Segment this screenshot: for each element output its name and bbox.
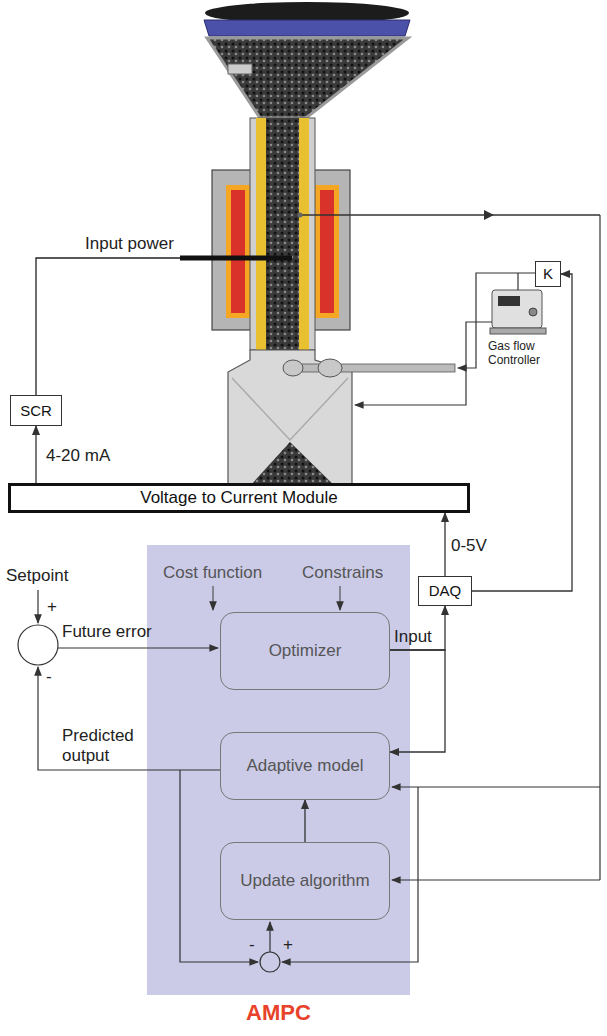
signal-label: Setpoint [6, 566, 68, 586]
signal-label: Future error [62, 622, 152, 642]
prediction-wire [38, 667, 220, 770]
device-label: Gas flow Controller [488, 339, 552, 367]
panel-heading: AMPC [147, 1000, 410, 1026]
sign-label: + [283, 935, 293, 955]
process-box: Optimizer [220, 612, 390, 690]
input-label: Cost function [163, 563, 262, 583]
arrow-head [484, 210, 494, 220]
signal-connector [35, 426, 36, 483]
reactor-tube [250, 118, 315, 350]
box-label: Optimizer [269, 641, 342, 661]
gas-wire [355, 322, 492, 405]
probe-pipe [292, 364, 455, 372]
process-box: Update algorithm [220, 842, 390, 920]
thermocouple-tip [298, 213, 303, 218]
summing-junction [18, 625, 58, 665]
collector-funnel [232, 378, 348, 440]
probe-bulb [318, 359, 342, 377]
summing-junction [260, 952, 280, 972]
sign-label: - [46, 667, 52, 687]
process-box: Adaptive model [220, 732, 390, 800]
funnel [207, 38, 408, 118]
gas-controller-screen [498, 296, 520, 306]
signal-connector [390, 650, 445, 752]
gas-wire [517, 273, 518, 290]
error-wire [58, 647, 218, 648]
signal-connector [390, 606, 445, 650]
signal-connector [444, 513, 445, 576]
heater-element [320, 190, 334, 313]
connector-label: Input [394, 627, 432, 647]
particle-column [266, 118, 299, 350]
box-label: DAQ [429, 582, 462, 600]
box-label: Update algorithm [240, 871, 369, 891]
converter-box: Voltage to Current Module [8, 483, 470, 513]
lid-band [204, 20, 410, 36]
signal-connector [304, 800, 305, 842]
ampc-panel: AMPCOptimizerAdaptive modelUpdate algori… [147, 545, 410, 995]
collector-chamber [228, 350, 352, 500]
signal-connector [472, 274, 572, 591]
feedback-wire [392, 786, 600, 787]
side-pipe [228, 64, 252, 74]
input-label: Constrains [302, 563, 383, 583]
signal-label: Predicted output [62, 726, 162, 766]
probe-bulb [283, 360, 303, 376]
feedback-wire [599, 215, 600, 880]
tube-liner [256, 118, 309, 350]
residual-wire [269, 922, 270, 952]
heater-outer [226, 185, 250, 318]
heater-outer [315, 185, 339, 318]
gas-controller-body [492, 290, 542, 328]
scr-box: SCR [10, 395, 62, 426]
feedback-wire [392, 879, 600, 880]
power-bar [180, 256, 292, 261]
signal-label: Input power [85, 234, 174, 254]
gain-box: K [535, 261, 561, 287]
setpoint-wire [37, 590, 38, 623]
gas-controller-base [490, 328, 546, 334]
box-label: SCR [20, 402, 52, 420]
gas-controller-knob [529, 308, 537, 316]
connector-label: 0-5V [451, 536, 487, 556]
power-wire [36, 258, 215, 395]
heater-element [231, 190, 245, 313]
box-label: K [543, 265, 553, 283]
cost-wire [212, 586, 213, 610]
sign-label: + [47, 597, 57, 617]
daq-box: DAQ [418, 576, 472, 606]
box-label: Voltage to Current Module [140, 488, 338, 508]
connector-label: 4-20 mA [46, 446, 110, 466]
sign-label: - [249, 935, 255, 955]
box-label: Adaptive model [246, 756, 363, 776]
constraint-wire [339, 586, 340, 610]
thermocouple-wire [300, 214, 600, 215]
